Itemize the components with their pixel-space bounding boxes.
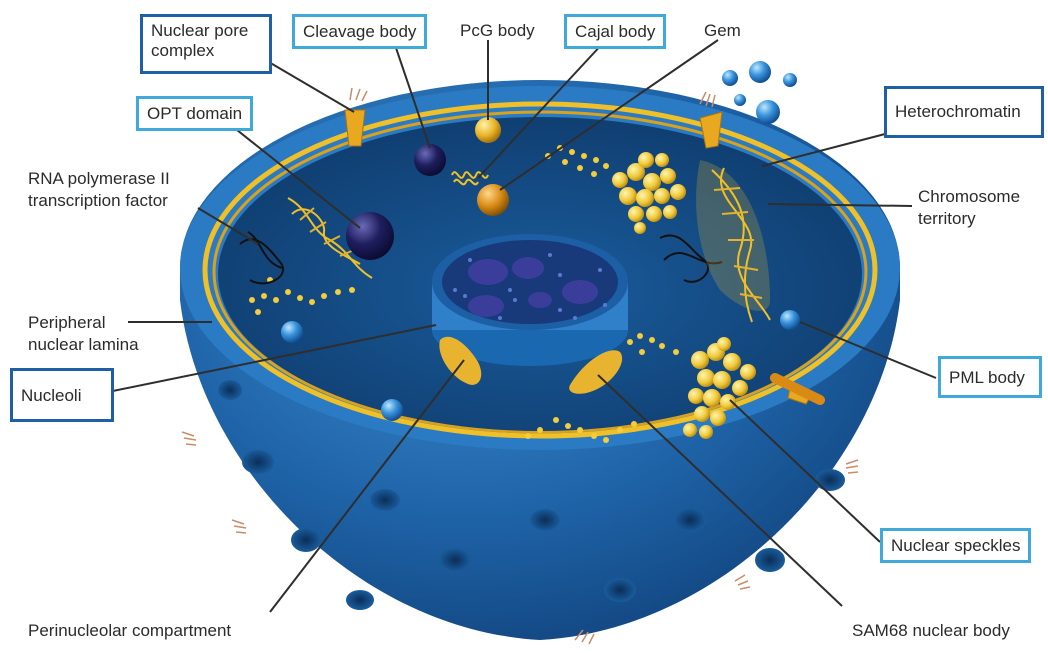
label-rna-polymerase-line2: transcription factor [28,190,168,211]
label-perinucleolar-compartment: Perinucleolar compartment [28,620,231,641]
label-nuclear-pore-complex: Nuclear pore complex [140,14,272,74]
label-opt-domain: OPT domain [136,96,253,131]
heterochromatin-text: Heterochromatin [895,102,1021,121]
label-pcg-body: PcG body [460,20,535,41]
label-cleavage-body: Cleavage body [292,14,427,49]
label-chromosome-territory-line2: territory [918,208,976,229]
label-gem: Gem [704,20,741,41]
label-peripheral-line1: Peripheral [28,312,106,333]
nuclear-speckles-text: Nuclear speckles [891,536,1020,555]
cleavage-body-sphere [414,144,446,176]
cajal-body-text: Cajal body [575,22,655,41]
label-cajal-body: Cajal body [564,14,666,49]
label-nucleoli: Nucleoli [10,368,114,422]
opt-domain-sphere [346,212,394,260]
pml-body-text: PML body [949,368,1025,387]
label-heterochromatin: Heterochromatin [884,86,1044,138]
label-rna-polymerase-line1: RNA polymerase II [28,168,170,189]
label-sam68-nuclear-body: SAM68 nuclear body [852,620,1010,641]
pml-body-sphere [780,310,800,330]
cleavage-body-text: Cleavage body [303,22,416,41]
gem-sphere [477,184,509,216]
pcg-body-sphere [475,117,501,143]
label-pml-body: PML body [938,356,1042,398]
label-chromosome-territory-line1: Chromosome [918,186,1020,207]
label-peripheral-line2: nuclear lamina [28,334,139,355]
label-nuclear-speckles: Nuclear speckles [880,528,1031,563]
nuclear-pore-complex-text: Nuclear pore complex [151,21,248,60]
opt-domain-text: OPT domain [147,104,242,123]
nucleoli-text: Nucleoli [21,386,81,405]
